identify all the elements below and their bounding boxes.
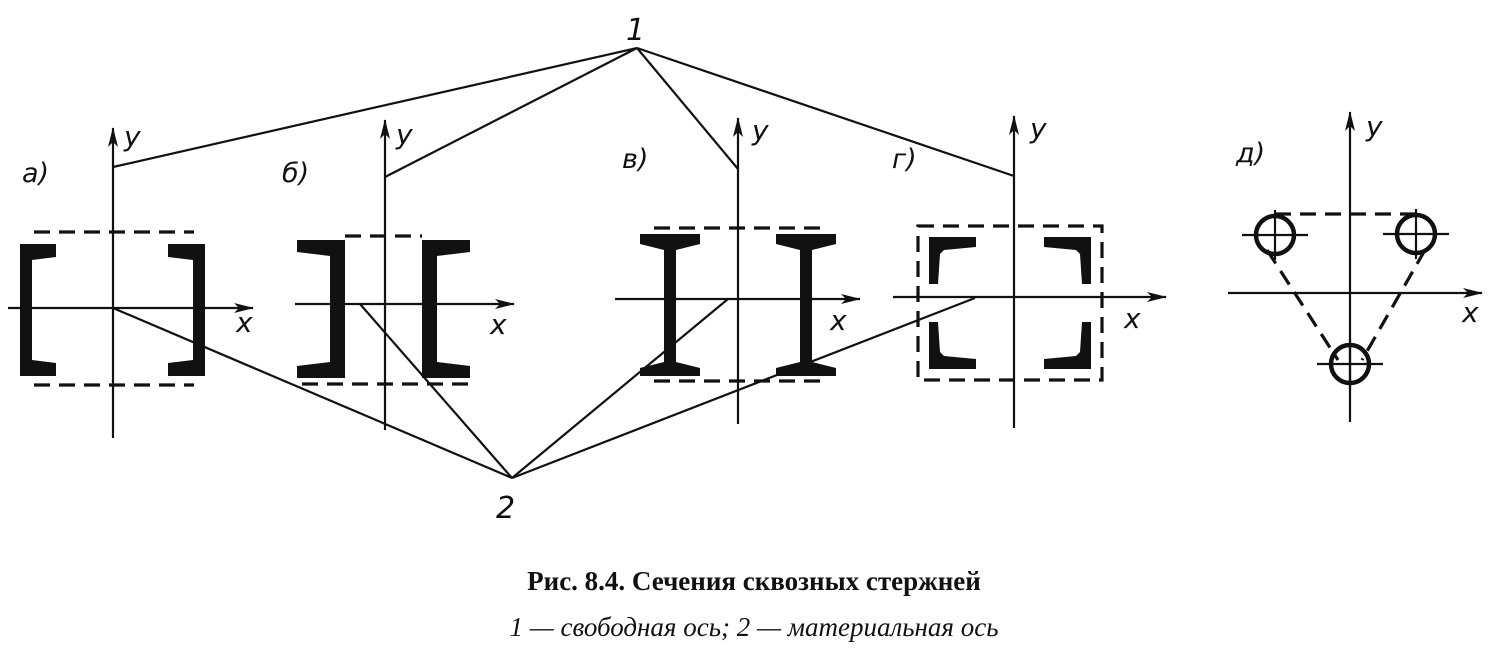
panel-v: в) y x: [615, 114, 861, 424]
angle-bottom-left: [929, 322, 976, 369]
tube-bottom: [1317, 339, 1383, 389]
tube-top-left: [1242, 210, 1308, 260]
panel-v-label: в): [622, 144, 648, 175]
panel-g-label: г): [892, 144, 917, 175]
axis-x-label: x: [235, 306, 253, 339]
panel-a-label: а): [22, 158, 49, 189]
panel-a: а) y x: [8, 120, 254, 438]
figure-caption-title: Рис. 8.4. Сечения сквозных стержней: [527, 566, 981, 596]
panel-d: д) y x: [1228, 110, 1483, 422]
axis-x-label: x: [1461, 296, 1479, 329]
i-beam-right: [776, 234, 836, 376]
panel-g: г) y x: [892, 112, 1167, 428]
axis-x-label: x: [1123, 302, 1141, 335]
channel-left: [297, 240, 345, 378]
angle-top-left: [929, 237, 976, 284]
axis-y-label: y: [123, 120, 141, 153]
axis-y-label: y: [1029, 112, 1047, 145]
channel-right: [422, 240, 470, 378]
tube-top-right: [1383, 209, 1449, 259]
axis-y-label: y: [751, 114, 769, 147]
panel-b: б) y x: [282, 118, 515, 430]
callout-1-label: 1: [626, 13, 645, 48]
i-beam-left: [640, 234, 700, 376]
callout-2-label: 2: [496, 491, 515, 526]
channel-right: [168, 244, 205, 376]
material-axis-leaders: [112, 296, 976, 480]
panel-d-label: д): [1235, 138, 1265, 169]
channel-left: [20, 244, 56, 376]
panel-b-label: б): [282, 158, 309, 189]
axis-x-label: x: [489, 308, 507, 341]
angle-bottom-right: [1044, 322, 1091, 369]
axis-y-label: y: [1365, 110, 1383, 143]
free-axis-leaders: [112, 46, 1015, 178]
axis-x-label: x: [829, 304, 847, 337]
angle-top-right: [1044, 237, 1091, 284]
axis-y-label: y: [395, 118, 413, 151]
figure-caption-subtitle: 1 — свободная ось; 2 — материальная ось: [509, 612, 999, 642]
